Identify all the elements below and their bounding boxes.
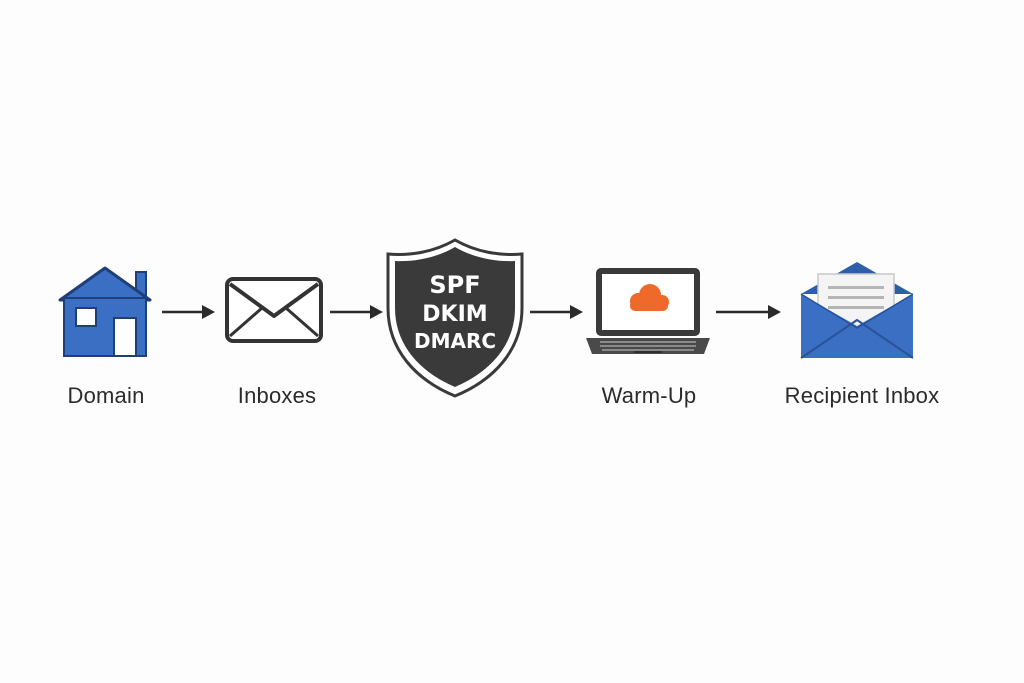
shield-line-dkim: DKIM	[422, 302, 487, 327]
arrow-right-icon	[330, 305, 383, 319]
step-label-recipient-inbox: Recipient Inbox	[784, 383, 940, 408]
step-label-domain: Domain	[67, 383, 145, 408]
shield-line-dmarc: DMARC	[414, 329, 496, 353]
step-label-inboxes: Inboxes	[237, 383, 317, 408]
arrow-right-icon	[530, 305, 583, 319]
laptop-cloud-icon	[586, 268, 710, 354]
shield-icon: SPF DKIM DMARC	[386, 238, 524, 398]
envelope-icon	[225, 277, 323, 343]
shield-line-spf: SPF	[429, 271, 480, 299]
arrow-right-icon	[162, 305, 215, 319]
open-envelope-icon	[800, 262, 914, 359]
house-icon	[58, 266, 152, 357]
step-label-warm-up: Warm-Up	[601, 383, 697, 408]
arrow-right-icon	[716, 305, 781, 319]
